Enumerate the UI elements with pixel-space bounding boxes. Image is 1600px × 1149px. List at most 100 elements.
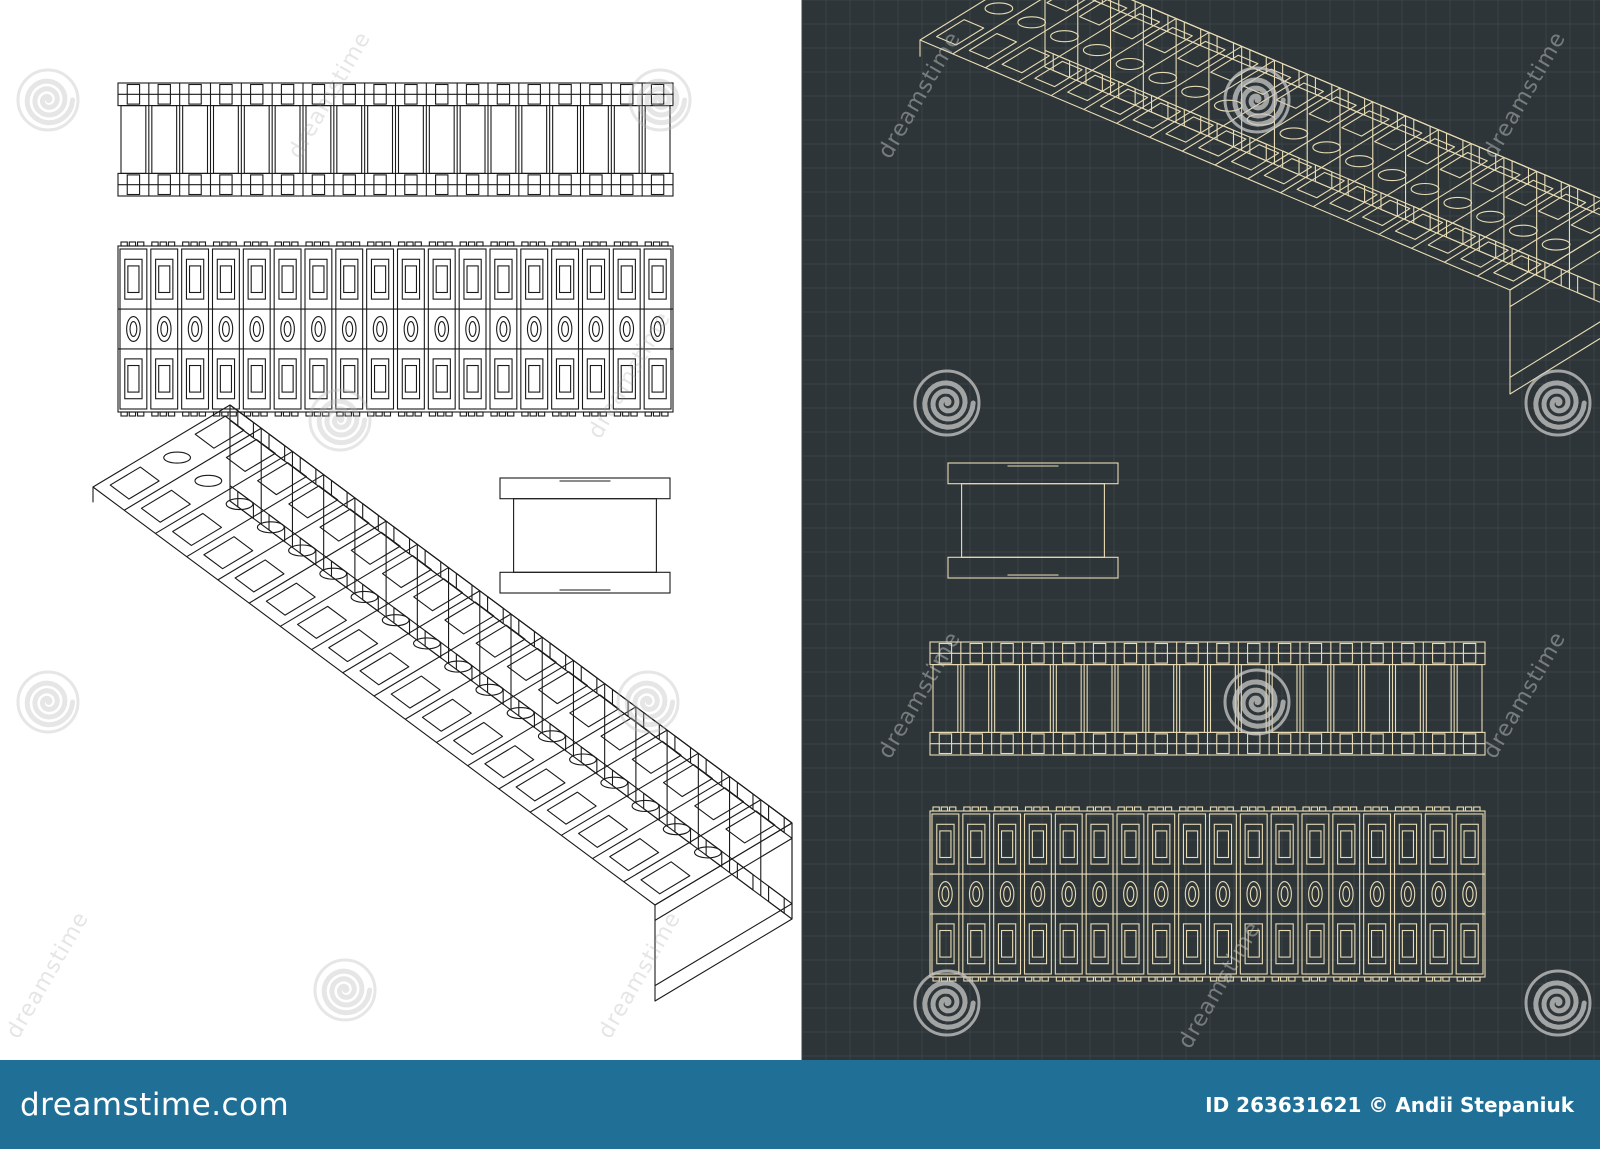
tab-notch [367,411,375,417]
vent-hole [218,315,234,342]
tab-notch [414,241,422,247]
cell-cap [1277,733,1292,755]
iso-vent-hole [1410,182,1440,196]
cell-frame [1116,813,1145,975]
dark-blueprint-panel [802,0,1600,1060]
terminal-window [340,358,359,400]
cell-frame [1178,813,1207,975]
iso-terminal [1505,179,1554,207]
iso-cell [109,410,254,519]
tab-notch [1156,976,1164,982]
tab-notch [159,411,167,417]
terminal-inner [1216,929,1230,958]
spiral-logo-icon [628,68,692,132]
cell-top [1054,806,1083,982]
cell-body [336,105,363,174]
iso-cell-seam [1411,170,1537,249]
tab-notch [128,241,137,247]
tab-notch [552,411,560,417]
cell-body [120,105,147,174]
iso-cell [561,752,723,868]
tab-notch [229,241,237,247]
dark-iso-view [919,0,1600,395]
module-outline [929,810,1486,978]
vent-inner [437,320,446,338]
tab-notch [414,411,422,417]
iso-cell-seam [1476,199,1600,277]
tab-notch [994,806,1002,812]
footer-brand[interactable]: dreamstime.com [20,1086,290,1123]
terminal-window [1244,923,1263,965]
terminal-window [1121,823,1140,865]
cell-body [1302,664,1329,733]
spiral-logo-icon [313,958,377,1022]
cell-frame [1085,813,1114,975]
tab-notch [190,411,198,417]
iso-terminal [265,582,316,616]
terminal-inner [1432,830,1445,859]
cell-cap [188,174,202,196]
tab-notch [1033,976,1041,982]
cell-top [1332,806,1361,982]
terminal-inner [435,265,448,294]
cell-top [1147,806,1176,982]
cell-body [963,664,990,733]
tab-notch [661,241,669,247]
iso-terminal [1067,74,1116,102]
terminal-window [247,358,266,400]
spiral-curve [24,78,76,126]
terminal-inner [373,265,387,294]
cell-top [1424,806,1453,982]
terminal-inner [939,830,952,859]
terminal-inner [1216,830,1230,859]
tab-notch [1473,806,1481,812]
cell-top [1301,806,1330,982]
cell-body [1179,664,1206,733]
tab-notch [613,241,622,247]
tab-notch [1072,976,1080,982]
iso-cell [1050,18,1202,134]
iso-cell-seam [529,729,668,813]
tab-notch [1372,806,1380,812]
vent-inner [1064,885,1073,903]
iso-cell [1411,170,1562,287]
tab-notch [151,241,159,247]
tab-notch [282,411,291,417]
iso-side-cap [518,699,535,728]
iso-terminal [1242,68,1292,95]
terminal-window [555,358,575,400]
terminal-window [1152,923,1171,965]
iso-cap-band [1509,321,1600,378]
tab-notch [167,241,176,247]
cell-body [367,105,394,174]
iso-vent-hole [350,590,379,603]
cell-cap [465,174,480,196]
tab-notch [1226,976,1234,982]
tab-notch [344,411,352,417]
cell-body [1148,664,1175,733]
iso-side-cap [611,688,629,717]
iso-cap-band [654,903,793,987]
iso-side-cap [1577,188,1595,213]
tab-notch [1103,806,1111,812]
iso-cell-seam [1083,31,1210,110]
iso-side-cap [1091,0,1103,5]
cell-top [427,241,456,417]
cell-cap [1432,642,1446,664]
tab-notch [159,241,167,247]
spiral-curve [922,980,976,1030]
spiral-ring [1524,969,1592,1037]
vent-inner [1280,885,1289,903]
cell-cap [620,83,634,105]
cell-cap [1123,733,1138,755]
tab-notch [397,411,406,417]
vent-hole [968,880,984,907]
tab-notch [1279,806,1288,812]
tab-notch [459,411,467,417]
iso-side-cap [674,735,692,764]
vent-hole [1215,880,1231,907]
cell-cap [1277,642,1292,664]
tab-notch [582,411,591,417]
iso-vent-hole [984,2,1014,15]
terminal-window [1398,923,1418,965]
